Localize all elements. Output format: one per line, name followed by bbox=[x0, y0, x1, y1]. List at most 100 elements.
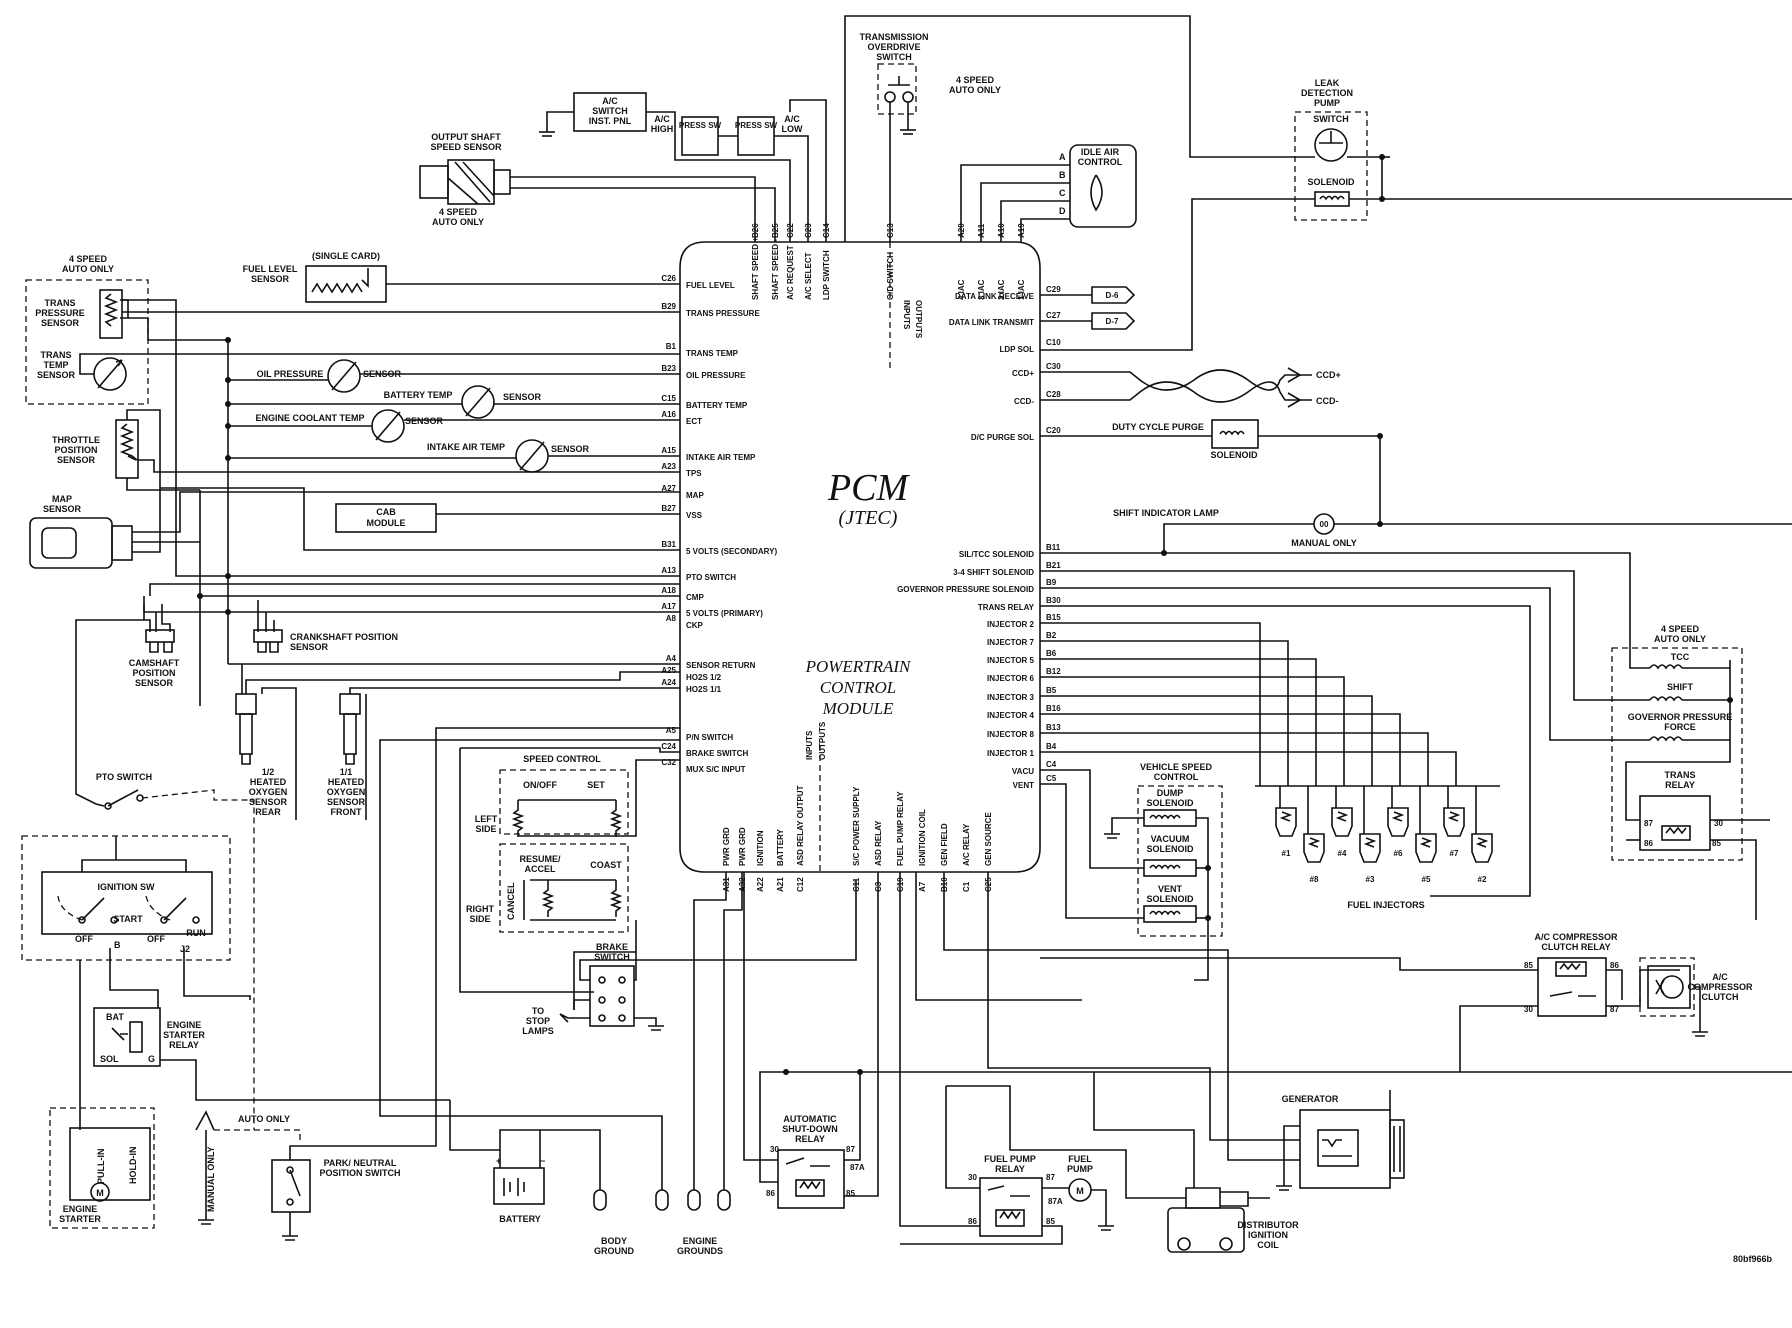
svg-text:RELAY: RELAY bbox=[1665, 780, 1695, 790]
pin-label: IGNITION bbox=[756, 830, 765, 866]
svg-text:85: 85 bbox=[846, 1189, 855, 1198]
pin-label: VSS bbox=[686, 511, 703, 520]
pin-number: B15 bbox=[1046, 613, 1061, 622]
svg-text:FORCE: FORCE bbox=[1664, 722, 1696, 732]
injector-body bbox=[1387, 807, 1409, 837]
svg-text:85: 85 bbox=[1046, 1217, 1055, 1226]
pin-label: GEN SOURCE bbox=[984, 812, 993, 866]
injector-body bbox=[1471, 833, 1493, 863]
svg-text:SET: SET bbox=[587, 780, 605, 790]
pin-label: INJECTOR 4 bbox=[987, 711, 1035, 720]
svg-text:SPEED SENSOR: SPEED SENSOR bbox=[430, 142, 502, 152]
svg-text:MANUAL ONLY: MANUAL ONLY bbox=[206, 1146, 216, 1212]
svg-text:TEMP: TEMP bbox=[43, 360, 68, 370]
svg-text:LAMPS: LAMPS bbox=[522, 1026, 554, 1036]
pin-label: HO2S 1/2 bbox=[686, 673, 722, 682]
pin-label: CCD+ bbox=[1012, 369, 1034, 378]
pin-number: A24 bbox=[661, 678, 676, 687]
pin-label: TRANS RELAY bbox=[978, 603, 1035, 612]
svg-text:CAMSHAFT: CAMSHAFT bbox=[129, 658, 180, 668]
svg-text:LEAK: LEAK bbox=[1315, 78, 1340, 88]
svg-text:CONTROL: CONTROL bbox=[1154, 772, 1199, 782]
pin-label: IGNITION COIL bbox=[918, 809, 927, 866]
svg-text:1/1: 1/1 bbox=[340, 767, 353, 777]
svg-text:30: 30 bbox=[968, 1173, 977, 1182]
overdrive-switch: TRANSMISSION OVERDRIVE SWITCH 4 SPEED AU… bbox=[859, 32, 1001, 242]
svg-text:A/C: A/C bbox=[602, 96, 618, 106]
svg-text:VACUUM: VACUUM bbox=[1151, 834, 1190, 844]
svg-text:4 SPEED: 4 SPEED bbox=[439, 207, 478, 217]
svg-text:−: − bbox=[540, 1156, 545, 1166]
svg-text:FUEL LEVEL: FUEL LEVEL bbox=[243, 264, 298, 274]
pin-label: INJECTOR 1 bbox=[987, 749, 1035, 758]
pin-number: B21 bbox=[1046, 561, 1061, 570]
svg-text:PRESSURE: PRESSURE bbox=[35, 308, 85, 318]
svg-text:86: 86 bbox=[1644, 839, 1653, 848]
svg-text:PUMP: PUMP bbox=[1314, 98, 1340, 108]
pin-number: B2 bbox=[1046, 631, 1057, 640]
pin-number: B1 bbox=[666, 342, 677, 351]
svg-text:THROTTLE: THROTTLE bbox=[52, 435, 100, 445]
injector-coil bbox=[1279, 811, 1293, 822]
leak-detection-pump: LEAK DETECTION PUMP SWITCH SOLENOID bbox=[844, 15, 1792, 351]
svg-text:85: 85 bbox=[1712, 839, 1721, 848]
svg-text:MANUAL ONLY: MANUAL ONLY bbox=[1291, 538, 1357, 548]
pin-label: O/D SWITCH bbox=[886, 252, 895, 300]
pin-label: ASD RELAY OUTPUT bbox=[796, 785, 805, 866]
svg-text:OFF: OFF bbox=[147, 934, 165, 944]
svg-text:SPEED CONTROL: SPEED CONTROL bbox=[523, 754, 601, 764]
svg-text:FUEL: FUEL bbox=[1068, 1154, 1092, 1164]
svg-text:TRANS: TRANS bbox=[45, 298, 76, 308]
pin-label: CCD- bbox=[1014, 397, 1034, 406]
svg-text:PARK/ NEUTRAL: PARK/ NEUTRAL bbox=[324, 1158, 397, 1168]
pin-label: ECT bbox=[686, 417, 702, 426]
svg-text:AUTO ONLY: AUTO ONLY bbox=[432, 217, 484, 227]
injector-body bbox=[1443, 807, 1465, 837]
svg-text:BATTERY TEMP: BATTERY TEMP bbox=[384, 390, 453, 400]
injector-wire bbox=[1040, 732, 1429, 786]
pin-label: 5 VOLTS (PRIMARY) bbox=[686, 609, 763, 618]
svg-text:BAT: BAT bbox=[106, 1012, 124, 1022]
svg-text:HIGH: HIGH bbox=[651, 124, 674, 134]
pin-label: FUEL LEVEL bbox=[686, 281, 735, 290]
svg-text:SENSOR: SENSOR bbox=[503, 392, 542, 402]
pin-number: A4 bbox=[666, 654, 677, 663]
pin-number: A23 bbox=[661, 462, 676, 471]
svg-text:M: M bbox=[1076, 1186, 1084, 1196]
svg-text:GENERATOR: GENERATOR bbox=[1282, 1094, 1339, 1104]
svg-text:87: 87 bbox=[1610, 1005, 1619, 1014]
svg-text:A: A bbox=[1059, 152, 1066, 162]
pin-label: INJECTOR 5 bbox=[987, 656, 1035, 665]
svg-text:ON/OFF: ON/OFF bbox=[523, 780, 557, 790]
svg-text:TCC: TCC bbox=[1671, 652, 1690, 662]
svg-text:OXYGEN: OXYGEN bbox=[327, 787, 366, 797]
pin-label: PWR GRD bbox=[722, 827, 731, 866]
svg-text:CCD+: CCD+ bbox=[1316, 370, 1341, 380]
injector-wire bbox=[1040, 713, 1401, 786]
svg-text:PUMP: PUMP bbox=[1067, 1164, 1093, 1174]
pin-label: FUEL PUMP RELAY bbox=[896, 791, 905, 866]
pin-number: C28 bbox=[1046, 390, 1061, 399]
injector-coil bbox=[1363, 837, 1377, 848]
pin-label: SENSOR RETURN bbox=[686, 661, 756, 670]
injector-body bbox=[1415, 833, 1437, 863]
injector-wire bbox=[1040, 695, 1373, 786]
svg-text:SENSOR: SENSOR bbox=[405, 416, 444, 426]
pin-number: A22 bbox=[756, 877, 765, 892]
svg-text:GROUNDS: GROUNDS bbox=[677, 1246, 723, 1256]
pin-label: PTO SWITCH bbox=[686, 573, 736, 582]
pin-label: SHAFT SPEED - bbox=[771, 239, 780, 300]
trans-sensors-group: 4 SPEED AUTO ONLY TRANS PRESSURE SENSOR … bbox=[25, 254, 680, 500]
pin-number: B11 bbox=[1046, 543, 1061, 552]
svg-text:DUTY CYCLE PURGE: DUTY CYCLE PURGE bbox=[1112, 422, 1204, 432]
pin-label: VACU bbox=[1012, 767, 1034, 776]
svg-text:C: C bbox=[1059, 188, 1066, 198]
svg-text:4 SPEED: 4 SPEED bbox=[1661, 624, 1700, 634]
pin-number: C27 bbox=[1046, 311, 1061, 320]
svg-text:B: B bbox=[1059, 170, 1066, 180]
svg-text:HEATED: HEATED bbox=[250, 777, 287, 787]
pin-number: B12 bbox=[1046, 667, 1061, 676]
svg-text:ENGINE COOLANT TEMP: ENGINE COOLANT TEMP bbox=[255, 413, 364, 423]
pin-number: B31 bbox=[661, 540, 676, 549]
pin-number: B16 bbox=[1046, 704, 1061, 713]
